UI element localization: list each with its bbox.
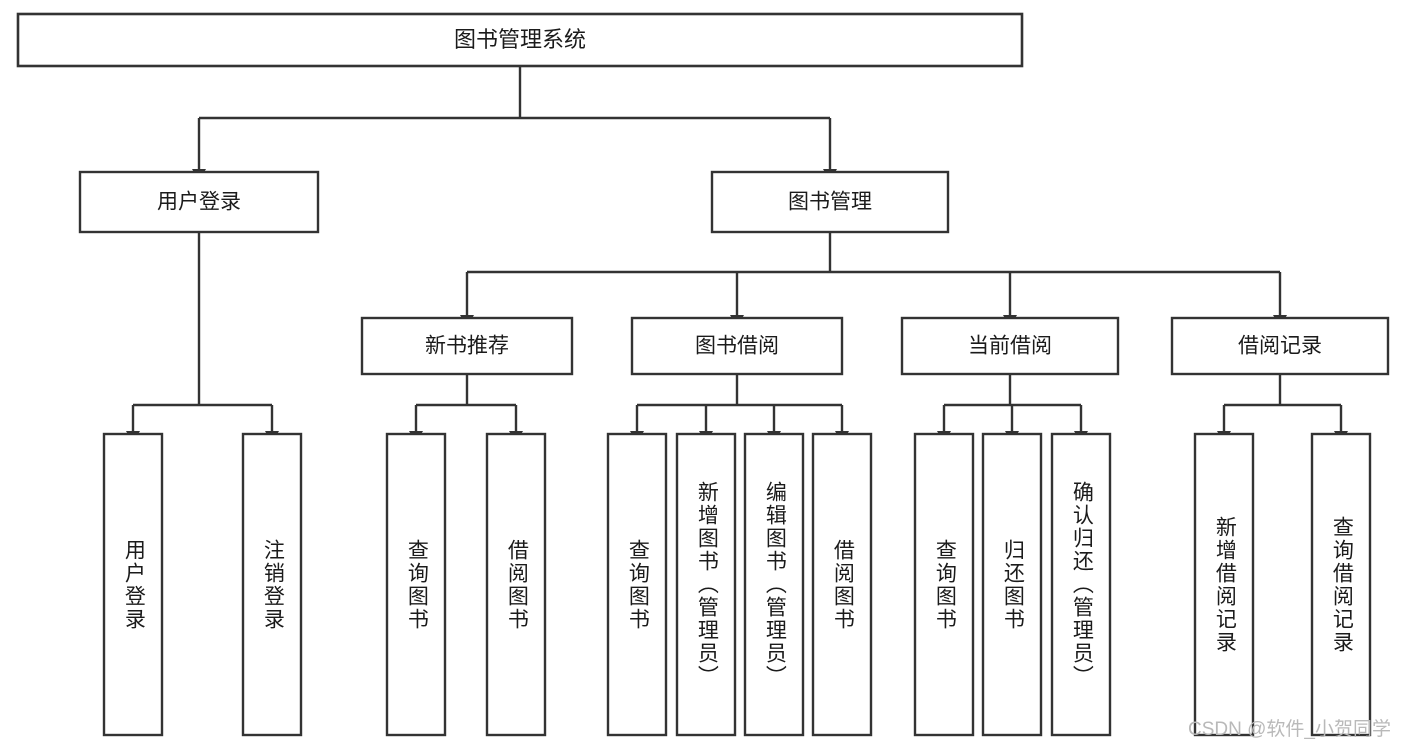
node-level2-label-1: 图书管理 bbox=[788, 191, 872, 214]
node-leaf-box-0 bbox=[102, 432, 164, 737]
node-boxes bbox=[16, 12, 1390, 737]
node-level3-label-3: 借阅记录 bbox=[1238, 335, 1322, 358]
node-leaf-box-9 bbox=[981, 432, 1043, 737]
node-leaf-box-4 bbox=[606, 432, 668, 737]
node-root-label: 图书管理系统 bbox=[454, 27, 586, 52]
node-level2-label-0: 用户登录 bbox=[157, 191, 241, 214]
node-leaf-box-2 bbox=[385, 432, 447, 737]
node-level3-label-0: 新书推荐 bbox=[425, 335, 509, 358]
csdn-watermark: CSDN @软件_小贺同学 bbox=[1188, 719, 1391, 740]
node-level3-box-1 bbox=[630, 316, 844, 376]
node-level3-box-2 bbox=[900, 316, 1120, 376]
node-leaf-box-1 bbox=[241, 432, 303, 737]
node-leaf-box-8 bbox=[913, 432, 975, 737]
node-leaf-box-11 bbox=[1193, 432, 1255, 737]
node-leaf-box-6 bbox=[743, 432, 805, 737]
node-level3-box-0 bbox=[360, 316, 574, 376]
node-leaf-box-5 bbox=[675, 432, 737, 737]
node-leaf-box-7 bbox=[811, 432, 873, 737]
node-leaf-box-12 bbox=[1310, 432, 1372, 737]
node-level3-label-1: 图书借阅 bbox=[695, 335, 779, 358]
node-level3-box-3 bbox=[1170, 316, 1390, 376]
node-level2-box-1 bbox=[710, 170, 950, 234]
node-level3-label-2: 当前借阅 bbox=[968, 335, 1052, 358]
node-leaf-box-10 bbox=[1050, 432, 1112, 737]
node-leaf-box-3 bbox=[485, 432, 547, 737]
connector-edges bbox=[126, 66, 1348, 443]
node-level2-box-0 bbox=[78, 170, 320, 234]
node-root-box bbox=[16, 12, 1024, 68]
